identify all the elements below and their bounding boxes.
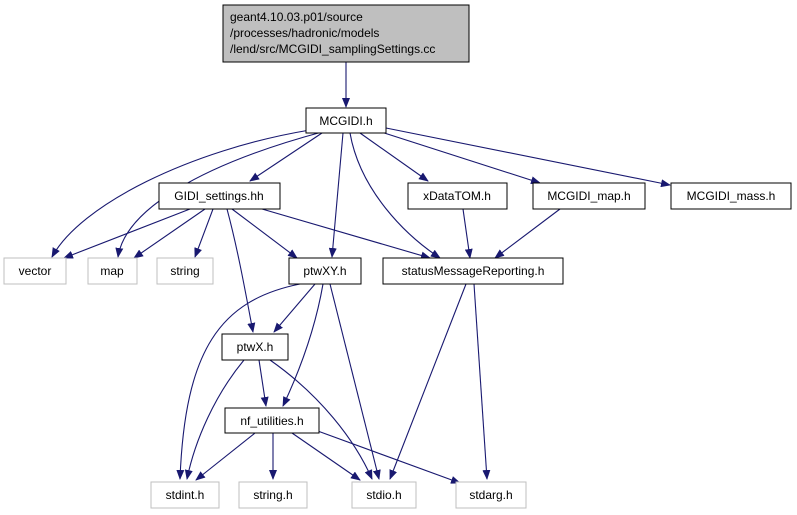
edge-mcgidi-vector — [51, 129, 311, 258]
edge-statusmsg-stdio — [389, 283, 467, 480]
svg-text:string.h: string.h — [253, 488, 292, 502]
node-stdarg: stdarg.h — [455, 481, 527, 509]
edge-gidisettings-vector — [63, 208, 191, 259]
svg-text:MCGIDI_map.h: MCGIDI_map.h — [547, 189, 630, 203]
node-string-h: string.h — [238, 481, 308, 509]
edge-nfutilities-stdint — [195, 432, 256, 481]
node-nf-utilities[interactable]: nf_utilities.h — [224, 407, 320, 434]
svg-text:stdint.h: stdint.h — [166, 488, 205, 502]
edge-nfutilities-stdarg — [314, 429, 461, 484]
edge-ptwxy-ptwx — [273, 283, 316, 333]
edge-gidisettings-statusmsg — [261, 208, 431, 260]
svg-text:string: string — [170, 264, 199, 278]
svg-text:MCGIDI.h: MCGIDI.h — [319, 114, 372, 128]
node-status-message-reporting[interactable]: statusMessageReporting.h — [382, 257, 564, 285]
edge-mcgidi-gidisettings — [249, 132, 323, 182]
edge-gidisettings-map — [133, 208, 206, 259]
edge-mcgidi-mcgidimap — [377, 130, 541, 185]
root-line-2: /processes/hadronic/models — [230, 26, 379, 40]
edge-mcgidi-statusmsg — [349, 132, 441, 259]
edge-ptwx-nfutilities — [258, 359, 269, 407]
edge-ptwxy-nfutilities — [282, 283, 324, 407]
edge-xdatatom-statusmsg — [462, 208, 473, 259]
edge-mcgidi-xdatatom — [359, 132, 429, 182]
svg-text:map: map — [100, 264, 124, 278]
root-line-1: geant4.10.03.p01/source — [230, 10, 363, 24]
node-mcgidi-h[interactable]: MCGIDI.h — [305, 107, 387, 134]
edge-ptwxy-stdio — [329, 283, 381, 480]
svg-text:GIDI_settings.hh: GIDI_settings.hh — [174, 189, 263, 203]
svg-text:vector: vector — [19, 264, 52, 278]
svg-text:ptwX.h: ptwX.h — [237, 340, 274, 354]
node-stdio: stdio.h — [351, 481, 417, 509]
edge-mcgidimap-statusmsg — [494, 208, 561, 259]
node-stdint: stdint.h — [150, 481, 220, 509]
node-xdatatom[interactable]: xDataTOM.h — [407, 182, 508, 210]
root-file-node: geant4.10.03.p01/source /processes/hadro… — [222, 4, 470, 63]
edge-nfutilities-stdio — [291, 432, 361, 481]
node-string: string — [156, 257, 214, 285]
node-vector: vector — [3, 257, 67, 285]
svg-text:nf_utilities.h: nf_utilities.h — [240, 414, 303, 428]
svg-text:xDataTOM.h: xDataTOM.h — [423, 189, 491, 203]
edge-gidisettings-string — [194, 208, 214, 258]
edge-ptwxy-stdint — [176, 283, 301, 480]
edge-statusmsg-stdarg — [473, 283, 491, 480]
svg-text:statusMessageReporting.h: statusMessageReporting.h — [402, 264, 545, 278]
node-ptwx[interactable]: ptwX.h — [221, 333, 289, 361]
root-line-3: /lend/src/MCGIDI_samplingSettings.cc — [230, 42, 435, 56]
node-gidi-settings[interactable]: GIDI_settings.hh — [158, 182, 281, 210]
node-mcgidi-mass[interactable]: MCGIDI_mass.h — [670, 182, 792, 210]
edge-ptwx-stdint — [184, 359, 245, 480]
svg-text:stdio.h: stdio.h — [366, 488, 401, 502]
svg-text:stdarg.h: stdarg.h — [469, 488, 512, 502]
edge-ptwx-stdio — [269, 359, 373, 480]
svg-text:MCGIDI_mass.h: MCGIDI_mass.h — [687, 189, 776, 203]
edge-gidisettings-ptwx — [226, 208, 256, 333]
edge-mcgidi-mcgidimass — [385, 127, 671, 188]
node-map: map — [87, 257, 138, 285]
edge-mcgidi-ptwxy — [328, 132, 344, 258]
edge-gidisettings-ptwxy — [231, 208, 298, 259]
node-ptwxy[interactable]: ptwXY.h — [288, 257, 362, 285]
node-mcgidi-map[interactable]: MCGIDI_map.h — [532, 182, 646, 210]
svg-text:ptwXY.h: ptwXY.h — [303, 264, 346, 278]
